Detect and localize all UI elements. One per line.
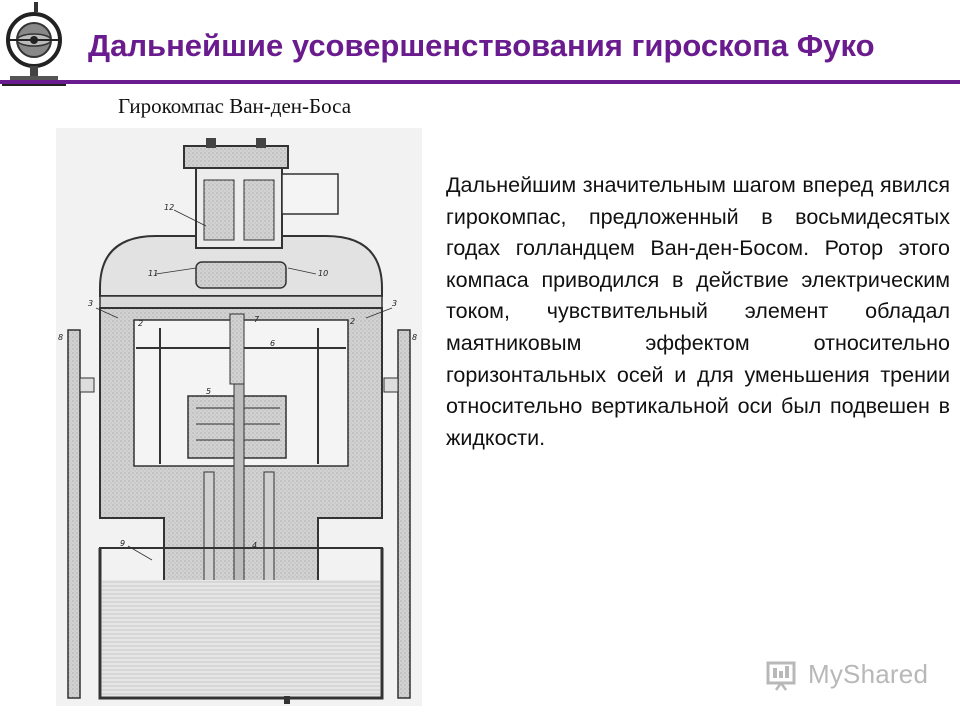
title-divider	[0, 80, 960, 84]
part-label: 6	[270, 339, 275, 348]
part-label: 11	[148, 269, 158, 278]
gyroscope-logo-icon	[2, 2, 66, 86]
part-label: 5	[206, 387, 211, 396]
page-title: Дальнейшие усовершенствования гироскопа …	[88, 28, 875, 63]
part-label: 8	[58, 333, 63, 342]
part-label: 3	[88, 299, 93, 308]
part-label: 10	[318, 269, 328, 278]
part-label: 8	[412, 333, 417, 342]
watermark: MyShared	[766, 656, 928, 692]
figure-caption: Гирокомпас Ван-ден-Боса	[118, 94, 352, 118]
part-label: 3	[392, 299, 397, 308]
part-label: 2	[138, 319, 143, 328]
description-paragraph: Дальнейшим значительным шагом вперед яви…	[446, 173, 950, 450]
presentation-board-icon	[766, 661, 796, 691]
gyrocompass-diagram: 12 11 10 8 3 2 7 6 5 4 9 2 3 8	[56, 128, 422, 706]
part-label: 7	[254, 315, 260, 324]
part-label: 12	[164, 203, 174, 212]
watermark-text: MyShared	[808, 658, 929, 689]
part-label: 2	[350, 317, 355, 326]
part-label: 4	[252, 541, 257, 550]
part-label: 9	[120, 539, 125, 548]
